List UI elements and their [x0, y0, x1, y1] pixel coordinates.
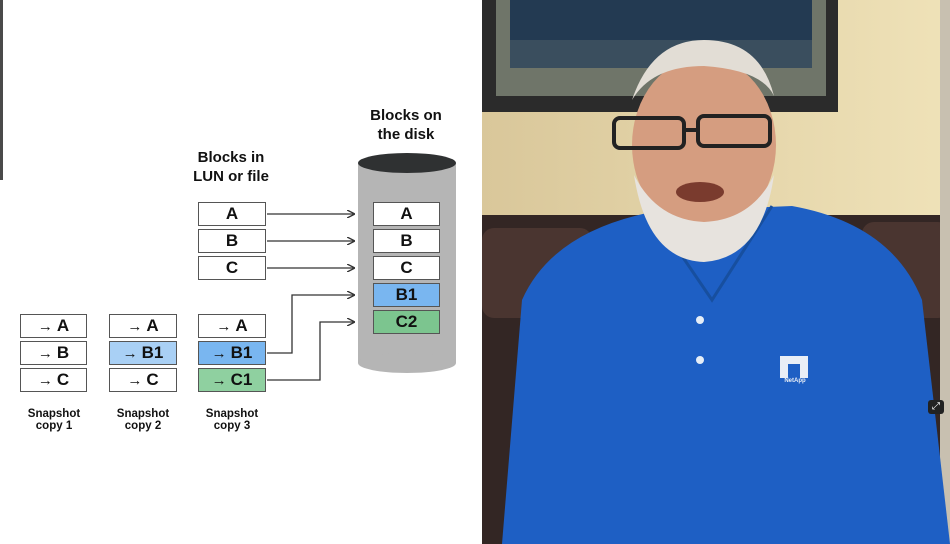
snapshot3-label-b1: B1	[230, 343, 253, 362]
snapshot2-cell-c: →C	[109, 368, 177, 392]
shirt-logo-text: NetApp	[784, 378, 806, 384]
expand-icon[interactable]: ⤢	[928, 400, 944, 414]
snapshot2-label-b1: B1	[141, 343, 164, 362]
snapshot3-cell-b1: →B1	[198, 341, 266, 365]
person-shirt	[502, 206, 950, 544]
snapshot2-label-c: C	[146, 370, 159, 389]
snapshot2-cell-a: →A	[109, 314, 177, 338]
video-frame	[482, 0, 950, 544]
snapshot1-label-c: C	[56, 370, 70, 389]
snapshot3-caption: Snapshot copy 3	[205, 408, 259, 432]
disk-block-b1: B1	[373, 283, 440, 307]
snapshot1-label-b: B	[56, 343, 70, 362]
snapshot1-cell-a: →A	[20, 314, 87, 338]
disk-block-b: B	[373, 229, 440, 253]
disk-block-c: C	[373, 256, 440, 280]
lun-block-c: C	[198, 256, 266, 280]
snapshot1-cell-c: →C	[20, 368, 87, 392]
slide-left-edge-tab	[0, 0, 3, 180]
webcam-video: NetApp ⤢	[482, 0, 950, 544]
connector-arrows	[267, 0, 482, 381]
snapshot2-cell-b1: →B1	[109, 341, 177, 365]
arrow-snap-b1	[267, 295, 354, 354]
arrow-glyph: →	[211, 371, 227, 389]
snapshot3-label-a: A	[235, 316, 248, 335]
snapshot2-label-a: A	[146, 316, 159, 335]
slide-panel: Blocks on the disk Blocks in LUN or file…	[0, 0, 482, 432]
disk-block-a: A	[373, 202, 440, 226]
snapshot1-label-a: A	[56, 316, 70, 335]
snapshot3-cell-a: →A	[198, 314, 266, 338]
arrow-glyph: →	[37, 317, 53, 335]
arrow-glyph: →	[127, 371, 143, 389]
snapshot2-caption: Snapshot copy 2	[116, 408, 170, 432]
lun-block-b: B	[198, 229, 266, 253]
disk-block-c2: C2	[373, 310, 440, 334]
arrow-glyph: →	[216, 317, 232, 335]
header-disk: Blocks on the disk	[370, 107, 442, 143]
arrow-glyph: →	[122, 344, 138, 362]
snapshot3-cell-c1: →C1	[198, 368, 266, 392]
snapshot1-cell-b: →B	[20, 341, 87, 365]
arrow-glyph: →	[127, 317, 143, 335]
arrow-glyph: →	[211, 344, 227, 362]
lun-block-a: A	[198, 202, 266, 226]
snapshot3-label-c1: C1	[230, 370, 253, 389]
arrow-glyph: →	[37, 344, 53, 362]
snapshot1-caption: Snapshot copy 1	[27, 408, 81, 432]
header-lun: Blocks in LUN or file	[193, 149, 269, 185]
arrow-snap-c1	[267, 322, 354, 381]
arrow-glyph: →	[37, 371, 53, 389]
